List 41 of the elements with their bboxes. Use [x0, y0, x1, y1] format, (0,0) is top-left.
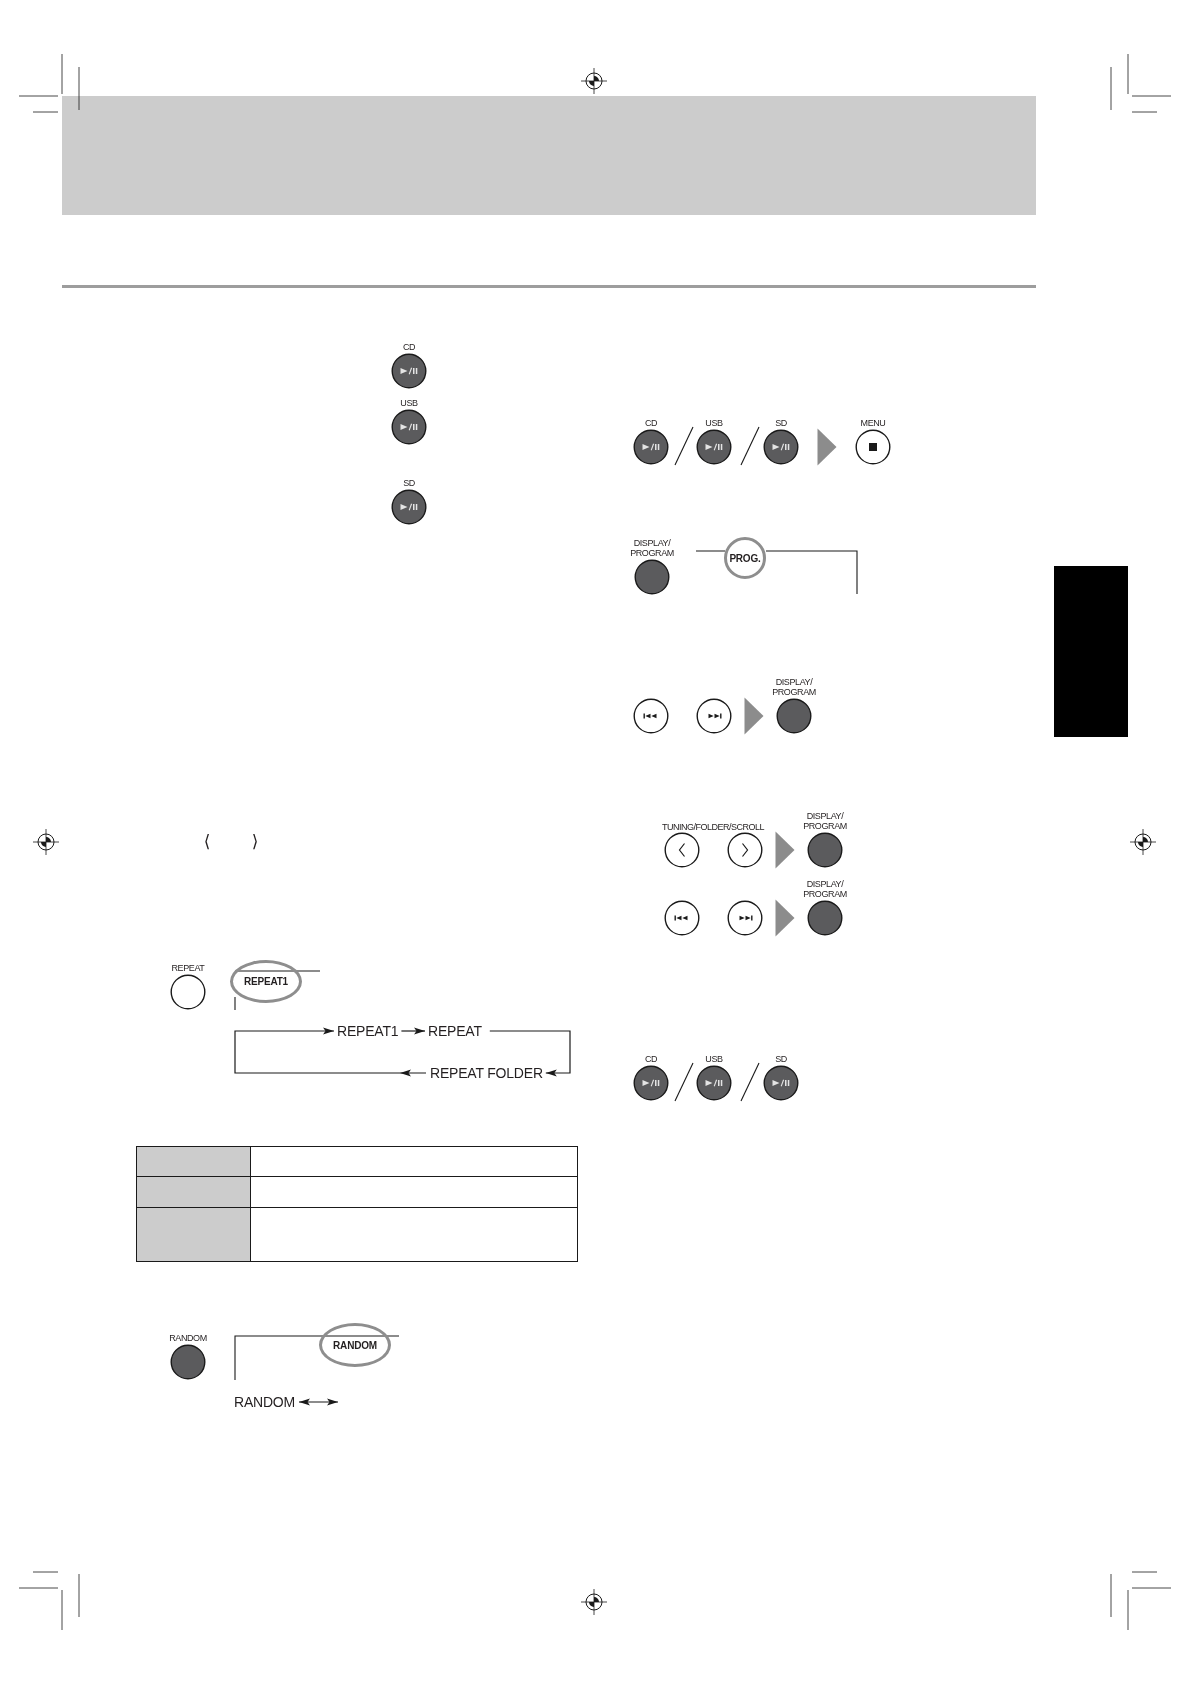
angle-bracket-symbol: ⟩	[251, 831, 259, 851]
display-indicator: PROG.	[724, 537, 766, 579]
display-indicator: RANDOM	[319, 1323, 391, 1367]
button-label: SD	[775, 418, 787, 428]
button-label: CD	[644, 1054, 658, 1064]
chevron-arrow	[775, 831, 795, 869]
button-label: DISPLAY/ PROGRAM	[772, 678, 816, 697]
mode-label: RANDOM	[234, 1394, 296, 1410]
button-label: SD	[403, 478, 415, 488]
button-label: REPEAT	[171, 963, 205, 973]
button-label: SD	[775, 1054, 787, 1064]
arrow	[234, 1027, 427, 1077]
right-arrow-button-icon	[727, 832, 763, 868]
chevron-arrow	[817, 428, 837, 466]
skip-back-button-icon	[633, 698, 669, 734]
button-label: CD	[402, 342, 416, 352]
button-label: CD	[644, 418, 658, 428]
skip-forward-button-icon	[696, 698, 732, 734]
mode-label: REPEAT1	[337, 1023, 399, 1039]
button-label: USB	[400, 398, 418, 408]
angle-bracket-symbol: ⟨	[203, 831, 211, 851]
button-label: USB	[705, 418, 723, 428]
chevron-arrow	[744, 697, 764, 735]
button-label: DISPLAY/ PROGRAM	[630, 539, 674, 558]
button-label: USB	[705, 1054, 723, 1064]
skip-back-button-icon	[664, 900, 700, 936]
arrow	[489, 1030, 571, 1077]
mode-label: REPEAT FOLDER	[430, 1065, 543, 1081]
side-tab	[1054, 566, 1128, 737]
skip-forward-button-icon	[727, 900, 763, 936]
button-group-label: TUNING/FOLDER/SCROLL	[662, 822, 764, 832]
button-label: DISPLAY/ PROGRAM	[803, 880, 847, 899]
button-label: MENU	[860, 418, 886, 428]
display-indicator: REPEAT1	[230, 959, 302, 1003]
arrow	[400, 1027, 426, 1035]
button-label: DISPLAY/ PROGRAM	[803, 812, 847, 831]
chevron-arrow	[775, 899, 795, 937]
left-arrow-button-icon	[664, 832, 700, 868]
button-label: RANDOM	[169, 1333, 207, 1343]
mode-label: REPEAT	[428, 1023, 482, 1039]
arrow	[298, 1398, 339, 1406]
